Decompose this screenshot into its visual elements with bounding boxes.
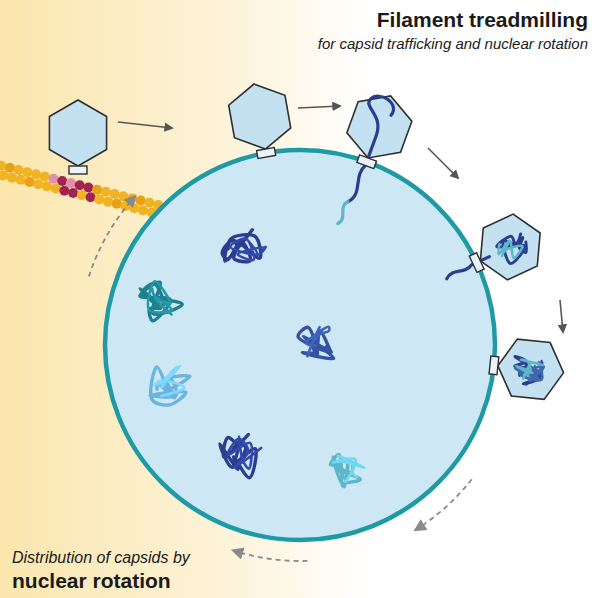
dna-strand [333, 455, 365, 481]
step-arrow [118, 122, 172, 128]
subheading: for capsid trafficking and nuclear rotat… [318, 35, 588, 52]
nucleus [105, 150, 495, 540]
portal [357, 155, 377, 169]
actin-subunit [101, 187, 111, 197]
actin-subunit [92, 185, 102, 195]
actin-subunit [66, 178, 76, 188]
actin-subunit [42, 181, 52, 191]
portal [257, 147, 276, 158]
rotation-arrow [89, 196, 135, 276]
dna-strand [228, 437, 262, 469]
capsid-shell [226, 79, 294, 154]
dna-strand [337, 201, 348, 225]
actin-subunit [22, 167, 32, 177]
capsid [49, 100, 106, 174]
capsid-shell [49, 100, 106, 166]
dna-strand [495, 236, 525, 263]
nucleus-fill [105, 150, 495, 540]
dna-strand [154, 366, 184, 396]
caption-line: Distribution of capsids by [12, 549, 190, 567]
actin-subunit [77, 190, 87, 200]
dna-strand [148, 281, 172, 314]
actin-subunit [16, 175, 26, 185]
actin-subunit [110, 189, 120, 199]
capsid [434, 207, 552, 303]
actin-subunit [59, 186, 69, 196]
actin-subunit [31, 169, 41, 179]
capsid [226, 79, 295, 162]
nuclear-envelope [105, 150, 495, 540]
actin-subunit [75, 180, 85, 190]
actin-subunit [40, 172, 50, 182]
step-arrow [428, 148, 458, 178]
actin-subunit [145, 198, 155, 208]
actin-subunit [68, 188, 78, 198]
capsid-shell [495, 337, 567, 401]
actin-subunit [129, 203, 139, 213]
dna-strand [298, 327, 334, 358]
step-arrow [298, 106, 340, 108]
portal [469, 253, 484, 273]
step-arrow [560, 300, 563, 332]
dna-strand [306, 327, 329, 356]
actin-subunit [7, 173, 17, 183]
capsid-shell [468, 207, 552, 287]
rotation-arrow [233, 550, 307, 561]
actin-subunit [14, 165, 24, 175]
dna-strand [514, 359, 543, 380]
actin-subunit [138, 205, 148, 215]
actin-subunit [5, 163, 15, 173]
capsids [49, 79, 566, 401]
step-arrows [118, 106, 563, 332]
actin-subunit [33, 179, 43, 189]
caption-heading: nuclear rotation [12, 569, 171, 593]
dna-strand [140, 282, 182, 321]
actin-subunit [94, 194, 104, 204]
actin-subunit [118, 191, 128, 201]
heading: Filament treadmilling [377, 8, 588, 32]
actin-subunit [83, 182, 93, 192]
dna-strand [334, 93, 396, 206]
dna-strand [230, 239, 265, 261]
actin-subunit [86, 192, 96, 202]
actin-subunit [24, 177, 34, 187]
portal [489, 356, 499, 375]
actin-subunit [57, 176, 67, 186]
dna-strand [495, 231, 531, 266]
capsid [317, 86, 418, 235]
portal [69, 166, 87, 174]
capsid [487, 337, 567, 402]
actin-subunit [48, 174, 58, 184]
rotation-arrow [416, 479, 472, 530]
actin-subunit [103, 197, 113, 207]
actin-subunit [112, 199, 122, 209]
rotation-arrows [89, 196, 472, 561]
actin-subunit [51, 184, 61, 194]
actin-subunit [136, 196, 146, 206]
actin-subunit [127, 193, 137, 203]
